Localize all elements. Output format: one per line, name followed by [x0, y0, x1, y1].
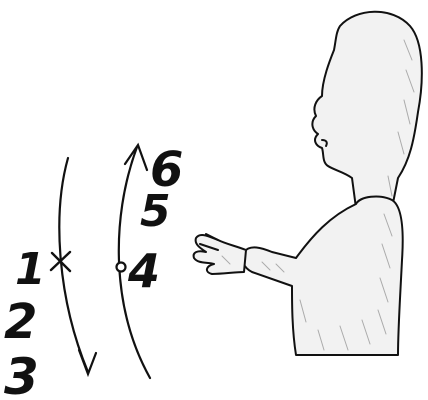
label-4: 4	[127, 244, 160, 298]
label-1: 1	[15, 244, 46, 295]
person-hand	[192, 233, 247, 275]
circle-mark-icon	[115, 261, 127, 273]
person-torso	[241, 195, 404, 356]
person-head	[311, 10, 423, 209]
label-6: 6	[150, 142, 183, 198]
label-3: 3	[4, 348, 39, 400]
label-2: 2	[4, 294, 37, 350]
label-5: 5	[140, 186, 171, 237]
figure-shading	[221, 39, 415, 351]
cross-mark-icon	[49, 250, 72, 273]
person-figure	[192, 10, 423, 356]
